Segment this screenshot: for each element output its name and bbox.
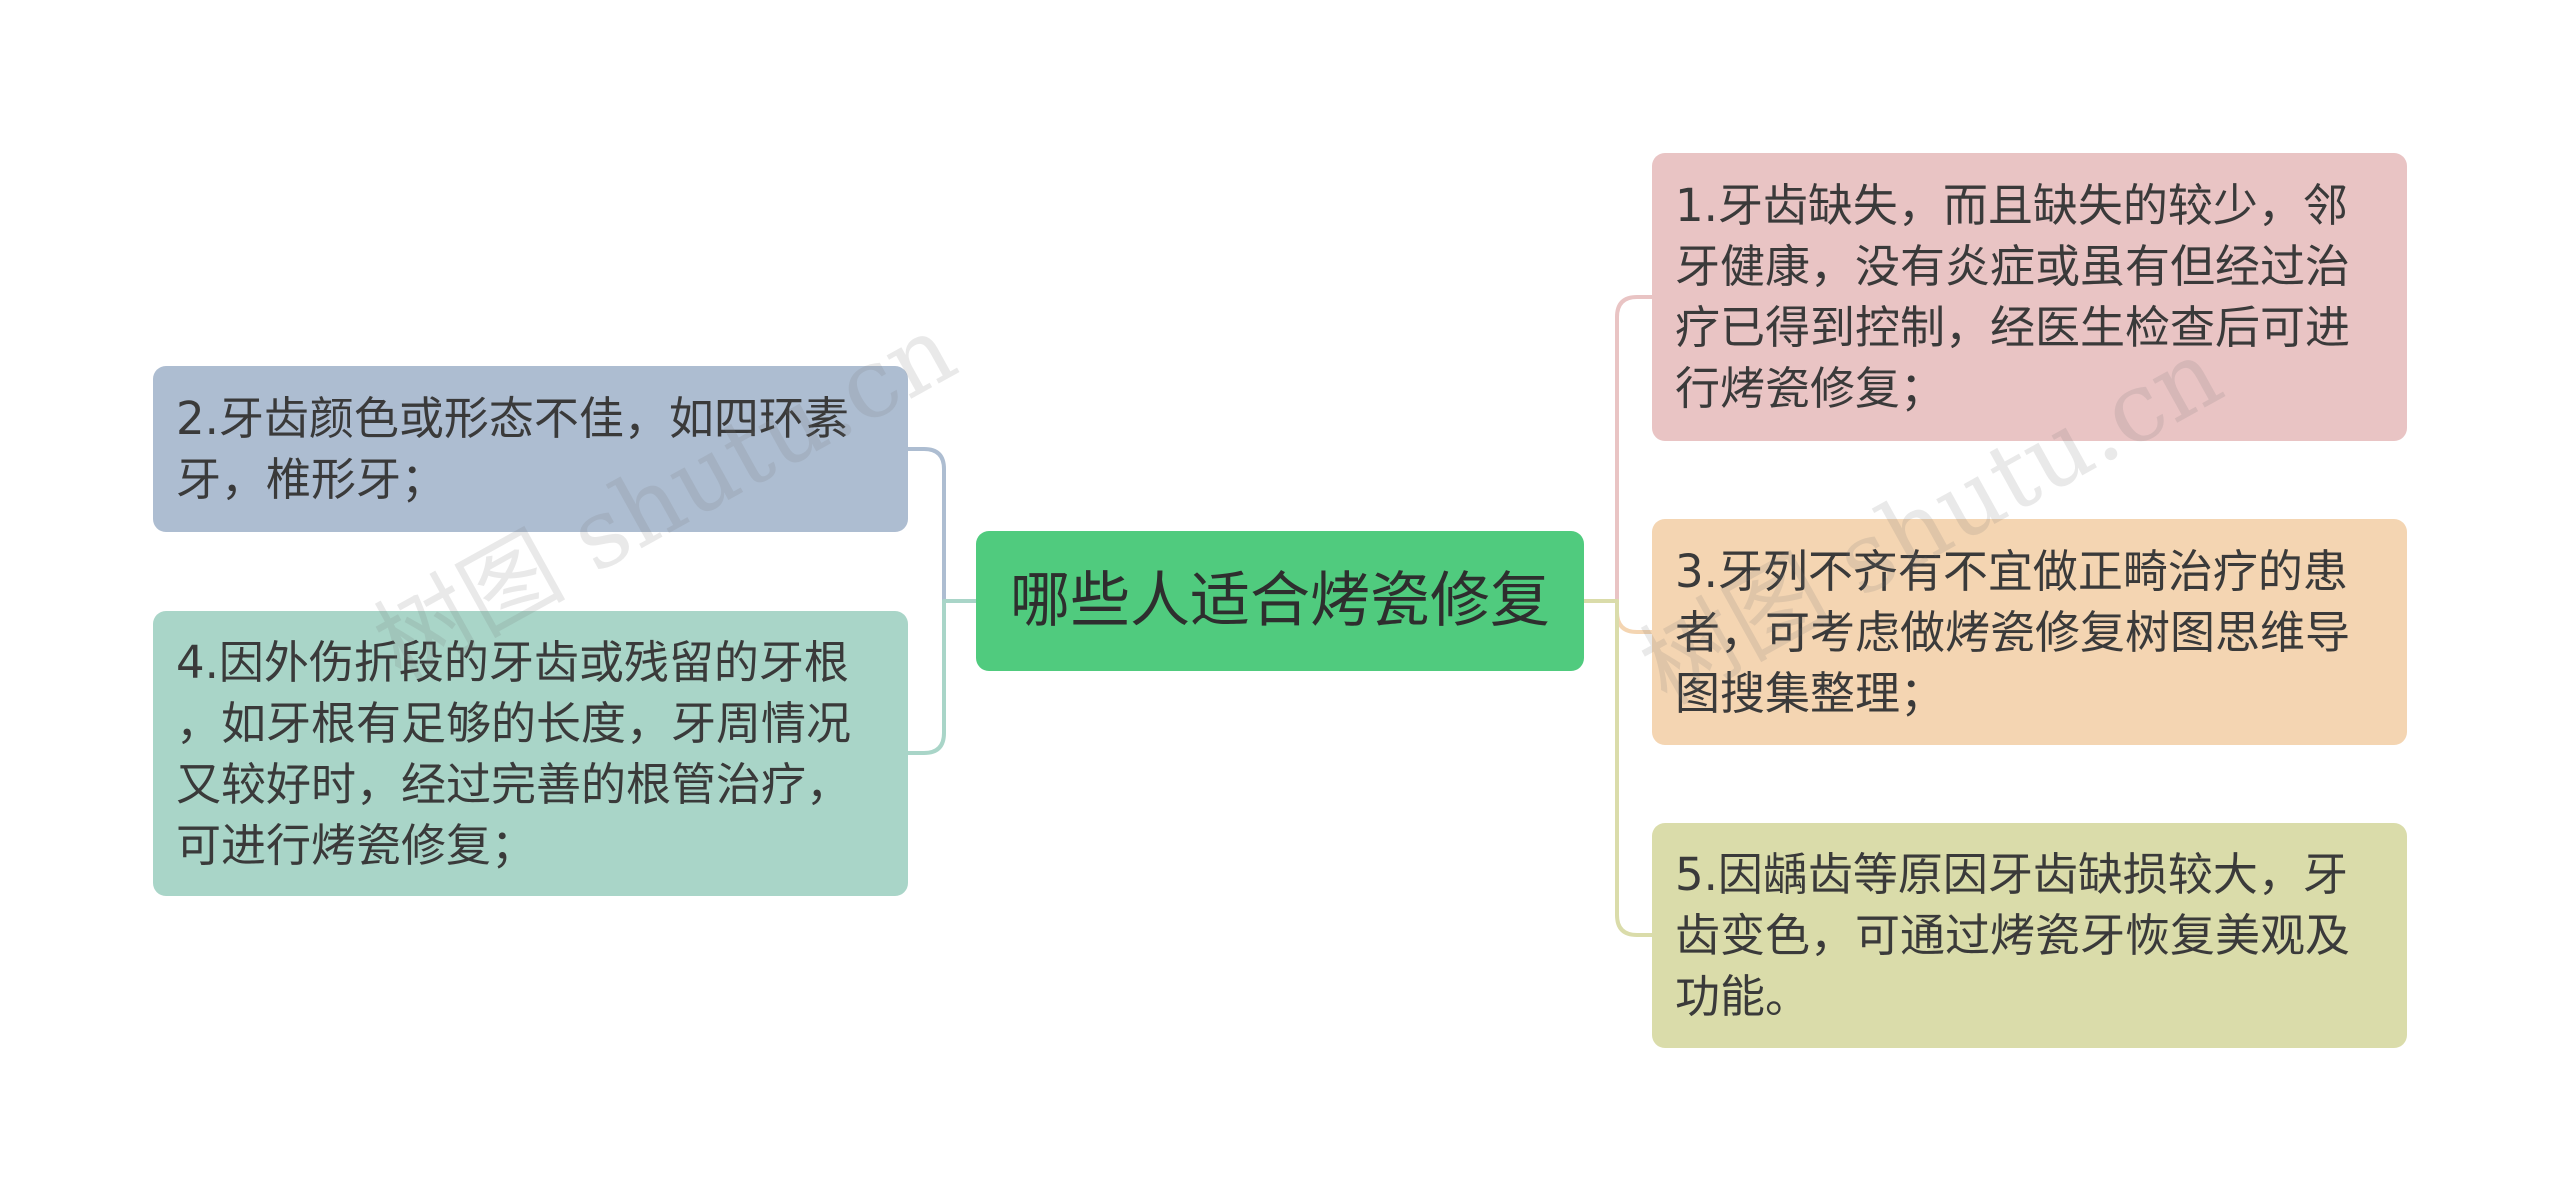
topic-text-line: 1.牙齿缺失，而且缺失的较少，邻: [1675, 179, 2348, 232]
right-topic-1: 1.牙齿缺失，而且缺失的较少，邻 牙健康，没有炎症或虽有但经过治 疗已得到控制，…: [1652, 153, 2407, 441]
topic-text-line: 3.牙列不齐有不宜做正畸治疗的患: [1675, 544, 2348, 598]
central-topic: 哪些人适合烤瓷修复: [976, 531, 1584, 671]
topic-text-line: 行烤瓷修复；: [1675, 362, 1946, 415]
topic-text-line: 可进行烤瓷修复；: [176, 818, 537, 872]
topic-text-line: 者，可考虑做烤瓷修复树图思维导: [1675, 605, 2351, 659]
topic-text-line: 牙健康，没有炎症或虽有但经过治: [1675, 240, 2351, 293]
topic-text-line: 4.因外伤折段的牙齿或残留的牙根: [176, 635, 849, 689]
topic-text-line: ，如牙根有足够的长度，牙周情况: [176, 696, 852, 750]
topic-text-line: 齿变色，可通过烤瓷牙恢复美观及: [1675, 909, 2351, 962]
topic-text-line: 又较好时，经过完善的根管治疗，: [176, 757, 852, 811]
connector-right-1: [1582, 295, 1654, 603]
right-topic-3: 5.因龋齿等原因牙齿缺损较大，牙 齿变色，可通过烤瓷牙恢复美观及 功能。: [1652, 823, 2407, 1048]
topic-text-line: 2.牙齿颜色或形态不佳，如四环素: [176, 392, 849, 445]
topic-text-line: 牙，椎形牙；: [176, 453, 447, 506]
topic-text-line: 功能。: [1675, 970, 1811, 1023]
right-topic-2: 3.牙列不齐有不宜做正畸治疗的患 者，可考虑做烤瓷修复树图思维导 图搜集整理；: [1652, 519, 2407, 745]
topic-text-line: 疗已得到控制，经医生检查后可进: [1675, 301, 2351, 354]
connector-right-3: [1582, 599, 1654, 937]
topic-text-line: 图搜集整理；: [1675, 666, 1946, 720]
central-topic-label: 哪些人适合烤瓷修复: [1010, 566, 1550, 636]
connector-left-2: [906, 599, 978, 755]
left-topic-2: 4.因外伤折段的牙齿或残留的牙根 ，如牙根有足够的长度，牙周情况 又较好时，经过…: [153, 611, 908, 896]
connector-left-1: [906, 447, 978, 603]
topic-text-line: 5.因龋齿等原因牙齿缺损较大，牙: [1675, 848, 2348, 901]
left-topic-1: 2.牙齿颜色或形态不佳，如四环素 牙，椎形牙；: [153, 366, 908, 532]
